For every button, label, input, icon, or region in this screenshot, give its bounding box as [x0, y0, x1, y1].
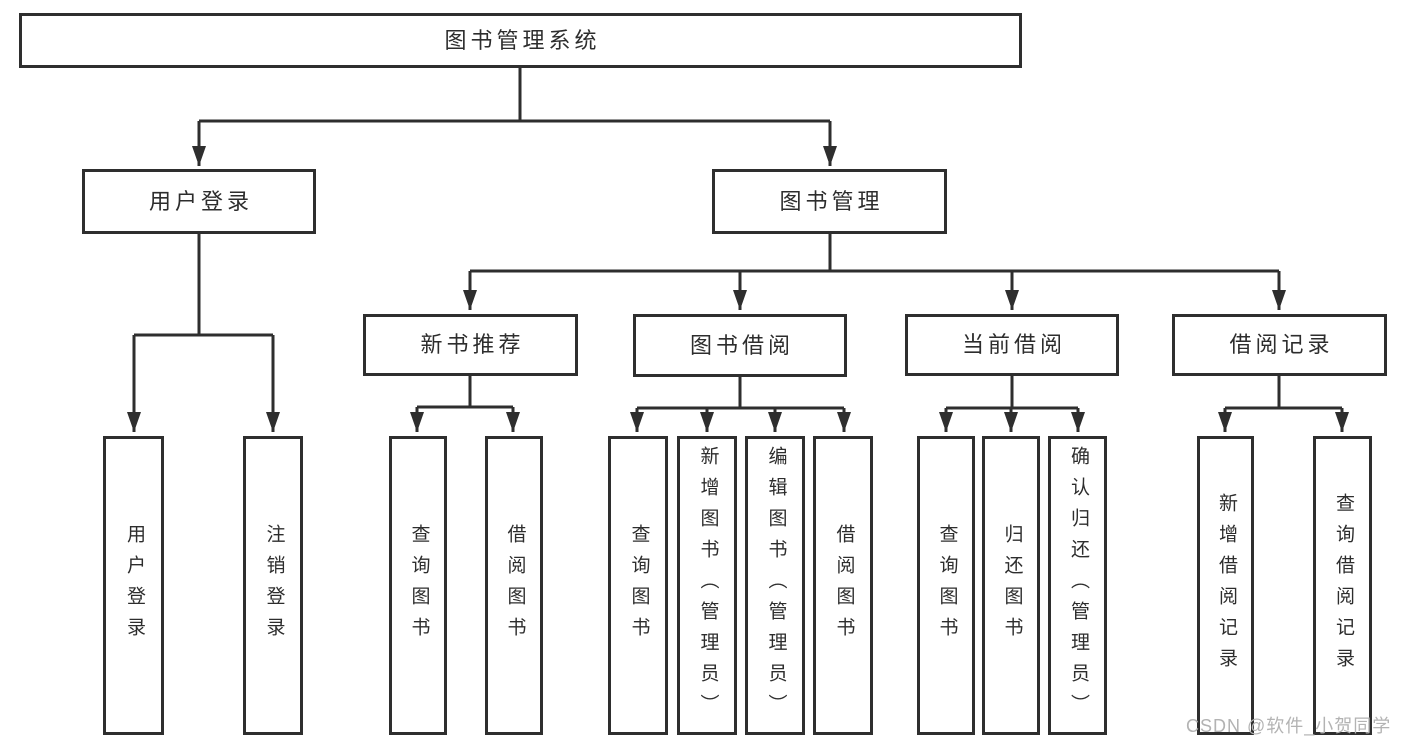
leaf-label: 查询借阅记录: [1332, 492, 1354, 679]
leaf-borrow-books-recommend: 借阅图书: [485, 436, 543, 735]
leaf-label: 确认归还（管理员）: [1067, 446, 1089, 725]
leaf-label: 编辑图书（管理员）: [765, 446, 787, 725]
node-label: 当前借阅: [961, 332, 1066, 357]
watermark: CSDN @软件_小贺同学: [1186, 716, 1392, 736]
leaf-borrow-books: 借阅图书: [813, 436, 873, 735]
leaf-search-books-recommend: 查询图书: [389, 436, 447, 735]
leaf-edit-books-admin: 编辑图书（管理员）: [745, 436, 805, 735]
node-current-borrow: 当前借阅: [905, 314, 1119, 376]
node-label: 新书推荐: [420, 332, 525, 357]
leaf-add-borrow-record: 新增借阅记录: [1197, 436, 1254, 735]
node-book-borrow: 图书借阅: [633, 314, 847, 377]
node-new-book-recommend: 新书推荐: [363, 314, 578, 376]
leaf-label: 借阅图书: [833, 523, 855, 648]
leaf-label: 查询图书: [936, 523, 958, 648]
node-label: 图书借阅: [689, 332, 794, 358]
node-label: 用户登录: [148, 188, 253, 214]
leaf-label: 查询图书: [408, 523, 430, 648]
leaf-label: 注销登录: [263, 523, 285, 648]
node-label: 图书管理: [779, 188, 884, 214]
leaf-label: 借阅图书: [504, 523, 526, 648]
leaf-label: 归还图书: [1001, 523, 1023, 648]
node-root: 图书管理系统: [19, 13, 1022, 68]
leaf-logout: 注销登录: [243, 436, 303, 735]
leaf-search-books-current: 查询图书: [917, 436, 975, 735]
node-borrow-records: 借阅记录: [1172, 314, 1387, 376]
node-user-login: 用户登录: [82, 169, 316, 234]
leaf-label: 用户登录: [123, 523, 145, 648]
leaf-search-borrow-record: 查询借阅记录: [1313, 436, 1372, 735]
leaf-user-login: 用户登录: [103, 436, 164, 735]
leaf-return-books: 归还图书: [982, 436, 1040, 735]
leaf-label: 新增借阅记录: [1215, 492, 1237, 679]
leaf-search-books-borrow: 查询图书: [608, 436, 668, 735]
leaf-add-books-admin: 新增图书（管理员）: [677, 436, 737, 735]
node-label: 图书管理系统: [444, 27, 601, 53]
leaf-label: 查询图书: [628, 523, 650, 648]
node-label: 借阅记录: [1229, 332, 1334, 357]
leaf-confirm-return-admin: 确认归还（管理员）: [1048, 436, 1107, 735]
leaf-label: 新增图书（管理员）: [697, 446, 719, 725]
node-book-management: 图书管理: [712, 169, 947, 234]
